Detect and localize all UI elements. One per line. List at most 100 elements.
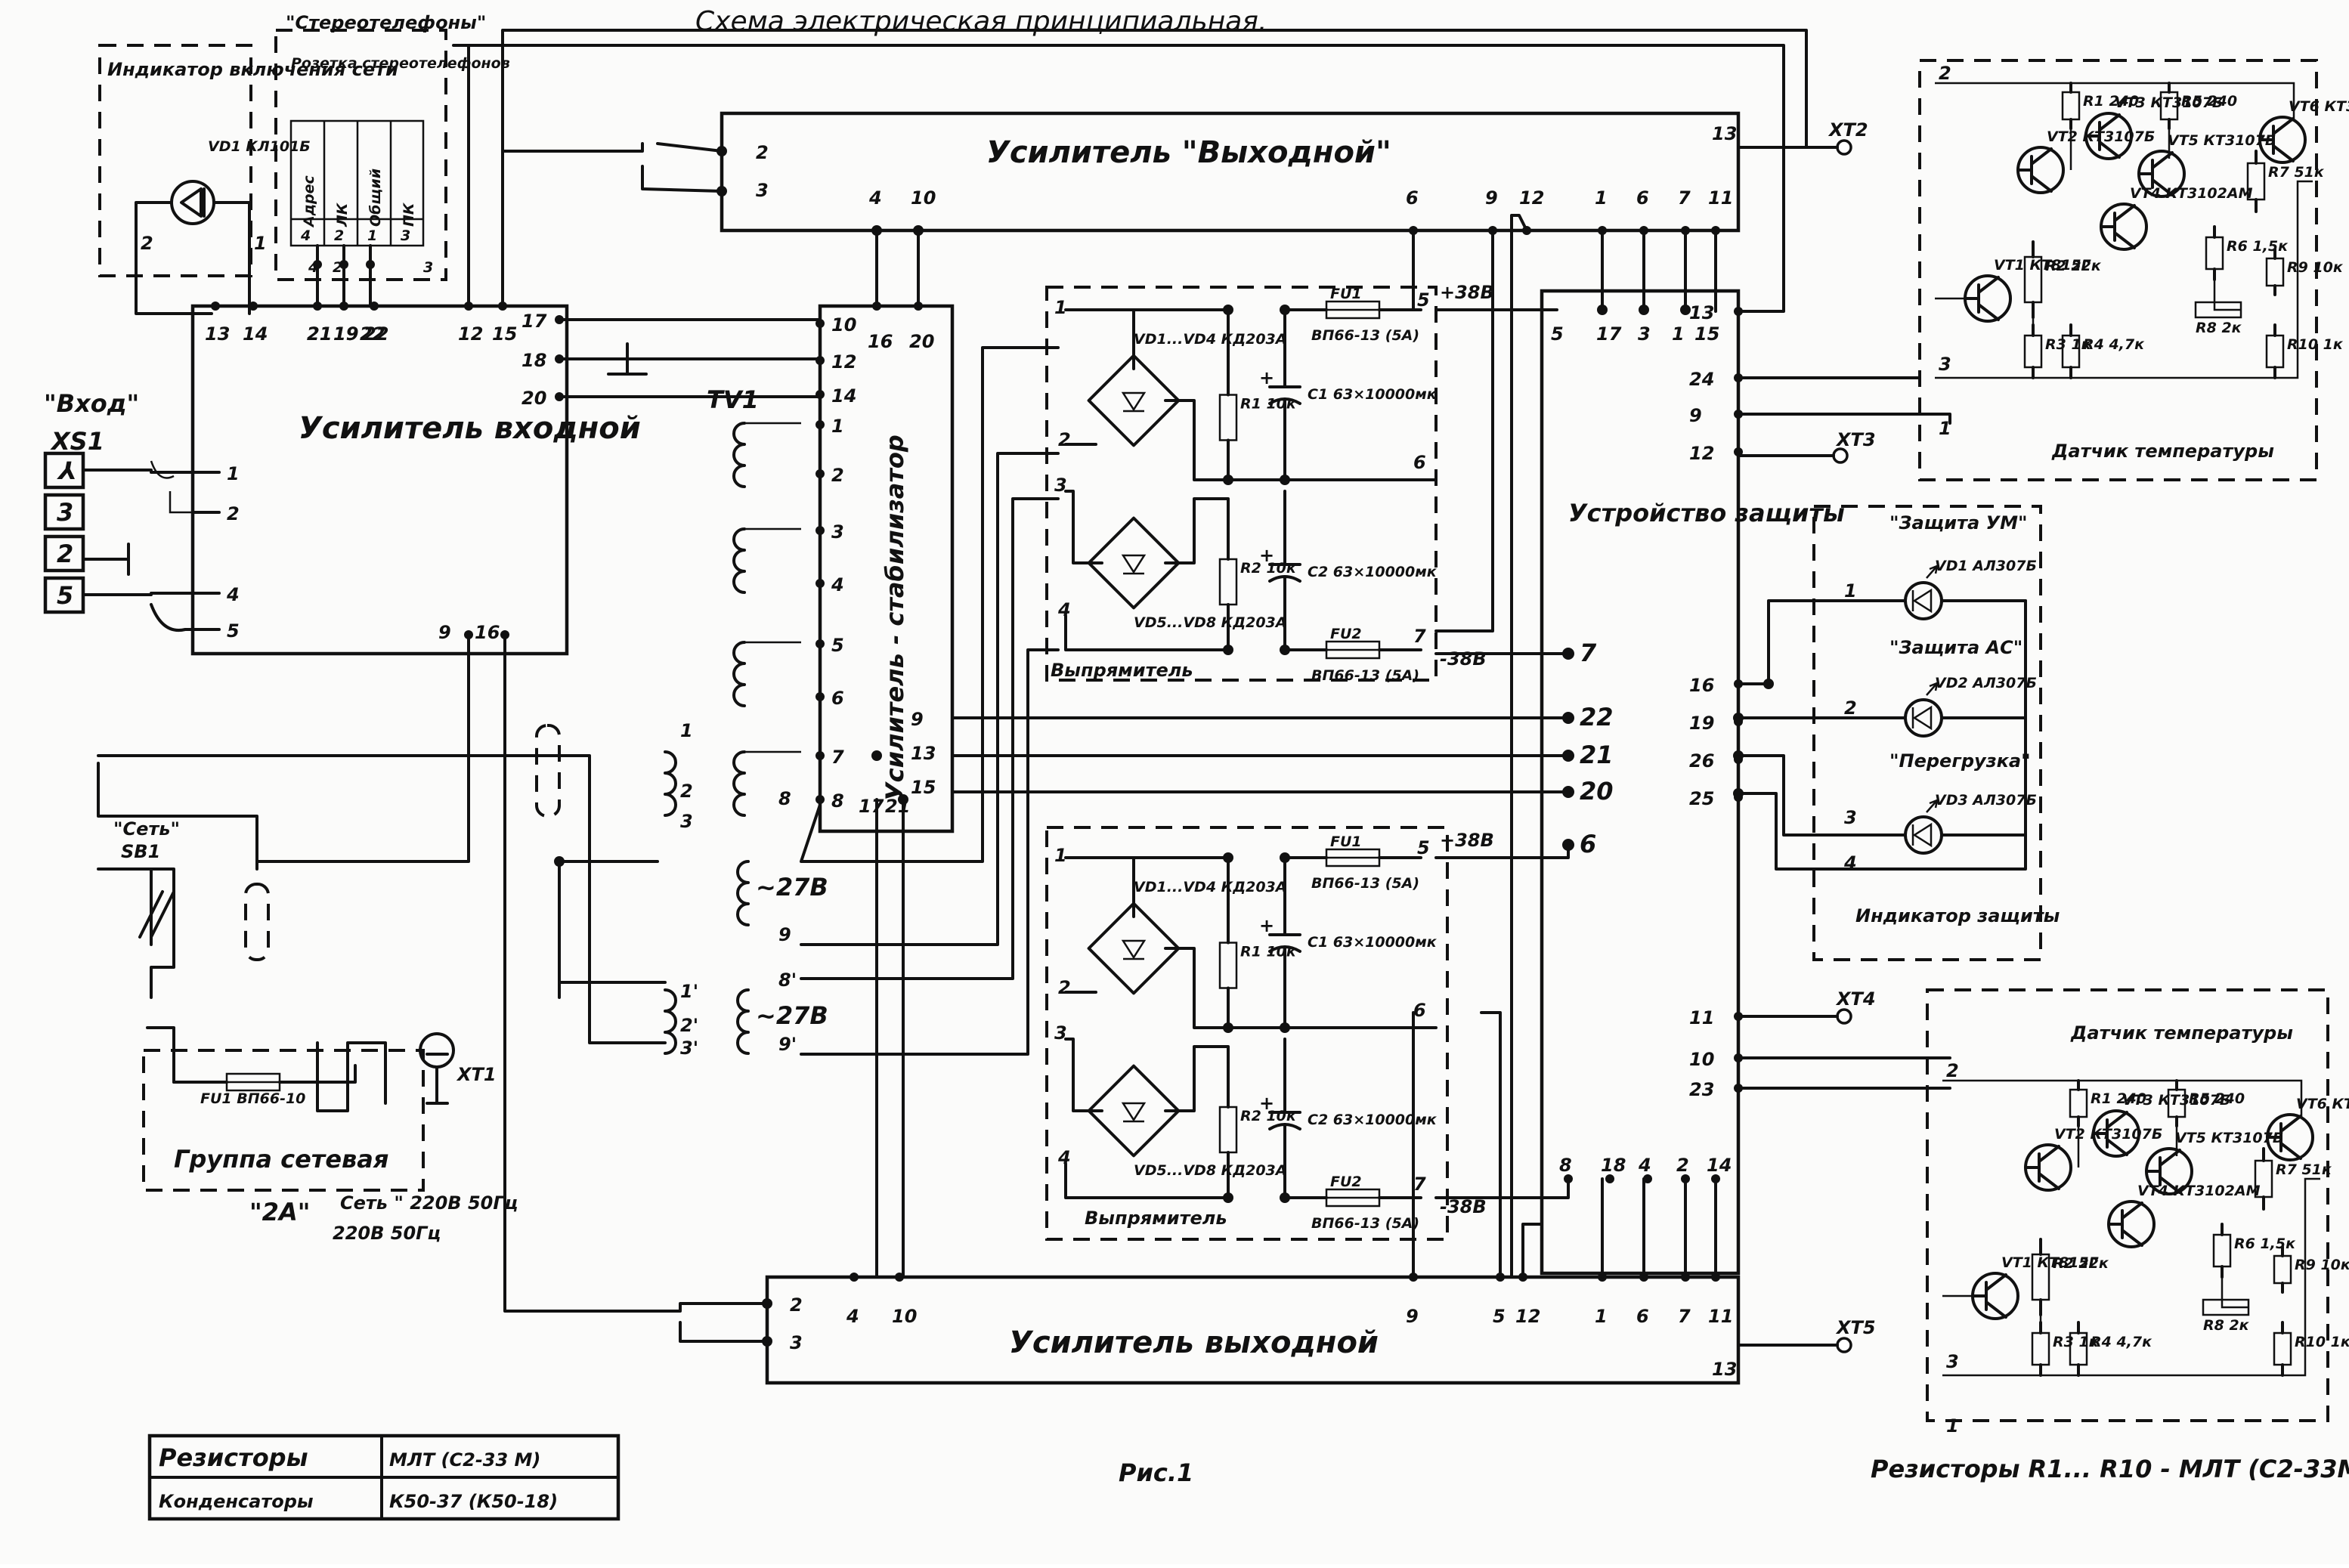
output-amp-bottom-label: Усилитель выходной xyxy=(1009,1325,1379,1360)
prot-left-pin: 1 xyxy=(1672,323,1685,345)
input-top-pin: 14 xyxy=(243,323,268,345)
wire xyxy=(1977,276,2000,294)
junction-dot xyxy=(1280,305,1290,315)
out-top-pin: 1 xyxy=(1595,187,1608,209)
stabilizer-block xyxy=(818,304,955,833)
resistor-label: R7 51к xyxy=(2268,164,2325,181)
resistor-label: R8 2к xyxy=(2203,1317,2250,1334)
resistor-label: R1 240 xyxy=(2091,1090,2146,1107)
junction-dot xyxy=(1280,1022,1290,1033)
led-diode-icon xyxy=(1911,822,1933,848)
junction-dot xyxy=(339,302,348,311)
junction-dot xyxy=(1280,1192,1290,1203)
parts-table-row2-name: Конденсаторы xyxy=(159,1491,314,1512)
temp-sensor-top-label: Датчик температуры xyxy=(2051,441,2274,462)
rectifier-pin: 5 xyxy=(1417,289,1430,311)
sensor-pin: 3 xyxy=(1946,1351,1959,1372)
wire xyxy=(1985,1273,2007,1291)
junction-dot xyxy=(366,260,375,269)
resistor-note: Резисторы R1... R10 - МЛТ (С2-33М) xyxy=(1871,1455,2349,1483)
net-group-label: Группа сетевая xyxy=(174,1145,388,1174)
wire xyxy=(2098,141,2121,159)
headphones-title: "Стереотелефоны" xyxy=(286,12,486,33)
prot-side-pin: 6 xyxy=(1580,830,1596,858)
prot-right-pin: 16 xyxy=(1689,675,1714,696)
prot-side-pin: 7 xyxy=(1580,639,1597,667)
indicator-name: "Защита АС" xyxy=(1889,637,2022,658)
stab-top-pin: 16 xyxy=(868,331,893,352)
indicator-name: "Перегрузка" xyxy=(1889,750,2031,772)
resistor-symbol xyxy=(2069,1331,2088,1366)
resistor-symbol xyxy=(2069,1088,2088,1118)
transistor-label: VT1 КТ815Г xyxy=(2001,1254,2099,1271)
resistor-label: R9 10к xyxy=(2295,1257,2349,1273)
wire xyxy=(1268,575,1301,583)
power-led-arrow-icon xyxy=(180,187,206,218)
wire xyxy=(1935,82,2313,379)
wire xyxy=(150,603,194,632)
wire xyxy=(1268,1123,1301,1130)
jack-contact xyxy=(43,493,85,531)
rectifier-pin: 6 xyxy=(1413,1000,1426,1021)
cap-label: C1 63×10000мк xyxy=(1308,386,1438,403)
stab-right-pin: 13 xyxy=(911,743,936,764)
indicator-pin: 3 xyxy=(1844,807,1857,828)
winding-voltage-label: ~27В xyxy=(756,1001,828,1030)
xt1-designator: XT1 xyxy=(456,1064,497,1085)
out-top-pin: 4 xyxy=(868,187,882,209)
resistor-label: R6 1,5к xyxy=(2227,238,2289,255)
wire xyxy=(169,491,193,514)
diode-icon xyxy=(1121,939,1147,960)
input-left-pin: 4 xyxy=(226,584,240,605)
out-bot-left-pin: 3 xyxy=(790,1332,803,1353)
temp-sensor-top-frame xyxy=(1918,59,2318,481)
input-pin-label: 21 xyxy=(307,323,332,345)
sb1-designator: SB1 xyxy=(121,841,160,862)
winding-coil xyxy=(664,988,677,1055)
resistor-symbol xyxy=(2246,162,2266,201)
net-group-circuit xyxy=(97,762,455,1112)
protection-block xyxy=(1540,289,1741,1276)
fuse-label: FU1 xyxy=(1330,833,1362,850)
stab-left-pin: 8 xyxy=(831,790,844,812)
xt-designator: XT3 xyxy=(1835,429,1876,450)
sensor-pin: 2 xyxy=(1939,63,1951,84)
out-bot-left-pin: 2 xyxy=(790,1294,803,1316)
tv-primary-pin: 3' xyxy=(680,1038,698,1059)
junction-dot xyxy=(1597,305,1608,315)
temp-sensor-bottom-label: Датчик температуры xyxy=(2070,1022,2293,1044)
wire xyxy=(2098,113,2121,131)
diode-bridge-symbol xyxy=(1087,1064,1181,1158)
wire xyxy=(1737,792,2027,871)
prot-right-pin: 23 xyxy=(1689,1079,1714,1100)
prot-bottom-pin: 4 xyxy=(1638,1155,1651,1176)
wire xyxy=(1985,1300,2007,1319)
prot-side-pin: 21 xyxy=(1580,741,1614,769)
protection-indicator-circuit: VD1 АЛ307Б"Защита УМ"VD2 АЛ307Б"Защита А… xyxy=(1733,512,2037,874)
prot-side-pin: 20 xyxy=(1580,777,1614,806)
junction-dot xyxy=(1734,447,1743,456)
junction-dot xyxy=(1763,679,1774,689)
bridge-label: VD1...VD4 КД203А xyxy=(1134,331,1286,348)
tv-primary-pin: 1' xyxy=(680,981,698,1002)
headphones-col-label: ПК xyxy=(401,202,417,227)
input-jack-xs1: ⅄325 xyxy=(43,451,194,632)
indicator-pin: 4 xyxy=(1843,852,1857,874)
cap-plus: + xyxy=(1259,1093,1274,1114)
input-left-pin: 5 xyxy=(227,620,240,642)
fuse-label: FU2 xyxy=(1330,626,1362,642)
tv-primary-pin: 3 xyxy=(680,811,693,832)
transistor-label: VT4 КТ3102АМ xyxy=(2130,185,2253,202)
wire xyxy=(146,1026,387,1112)
wire xyxy=(2030,147,2053,165)
prot-right-pin: 19 xyxy=(1689,713,1714,734)
junction-dot xyxy=(850,1273,859,1282)
wire xyxy=(2113,231,2136,249)
headphones-col-label: ЛК xyxy=(334,202,351,227)
wire xyxy=(1737,599,1907,685)
input-top-pin: 15 xyxy=(492,323,517,345)
wire xyxy=(2113,204,2136,222)
stab-top-pin: 20 xyxy=(909,331,934,352)
prot-left-pin: 17 xyxy=(1596,323,1622,345)
